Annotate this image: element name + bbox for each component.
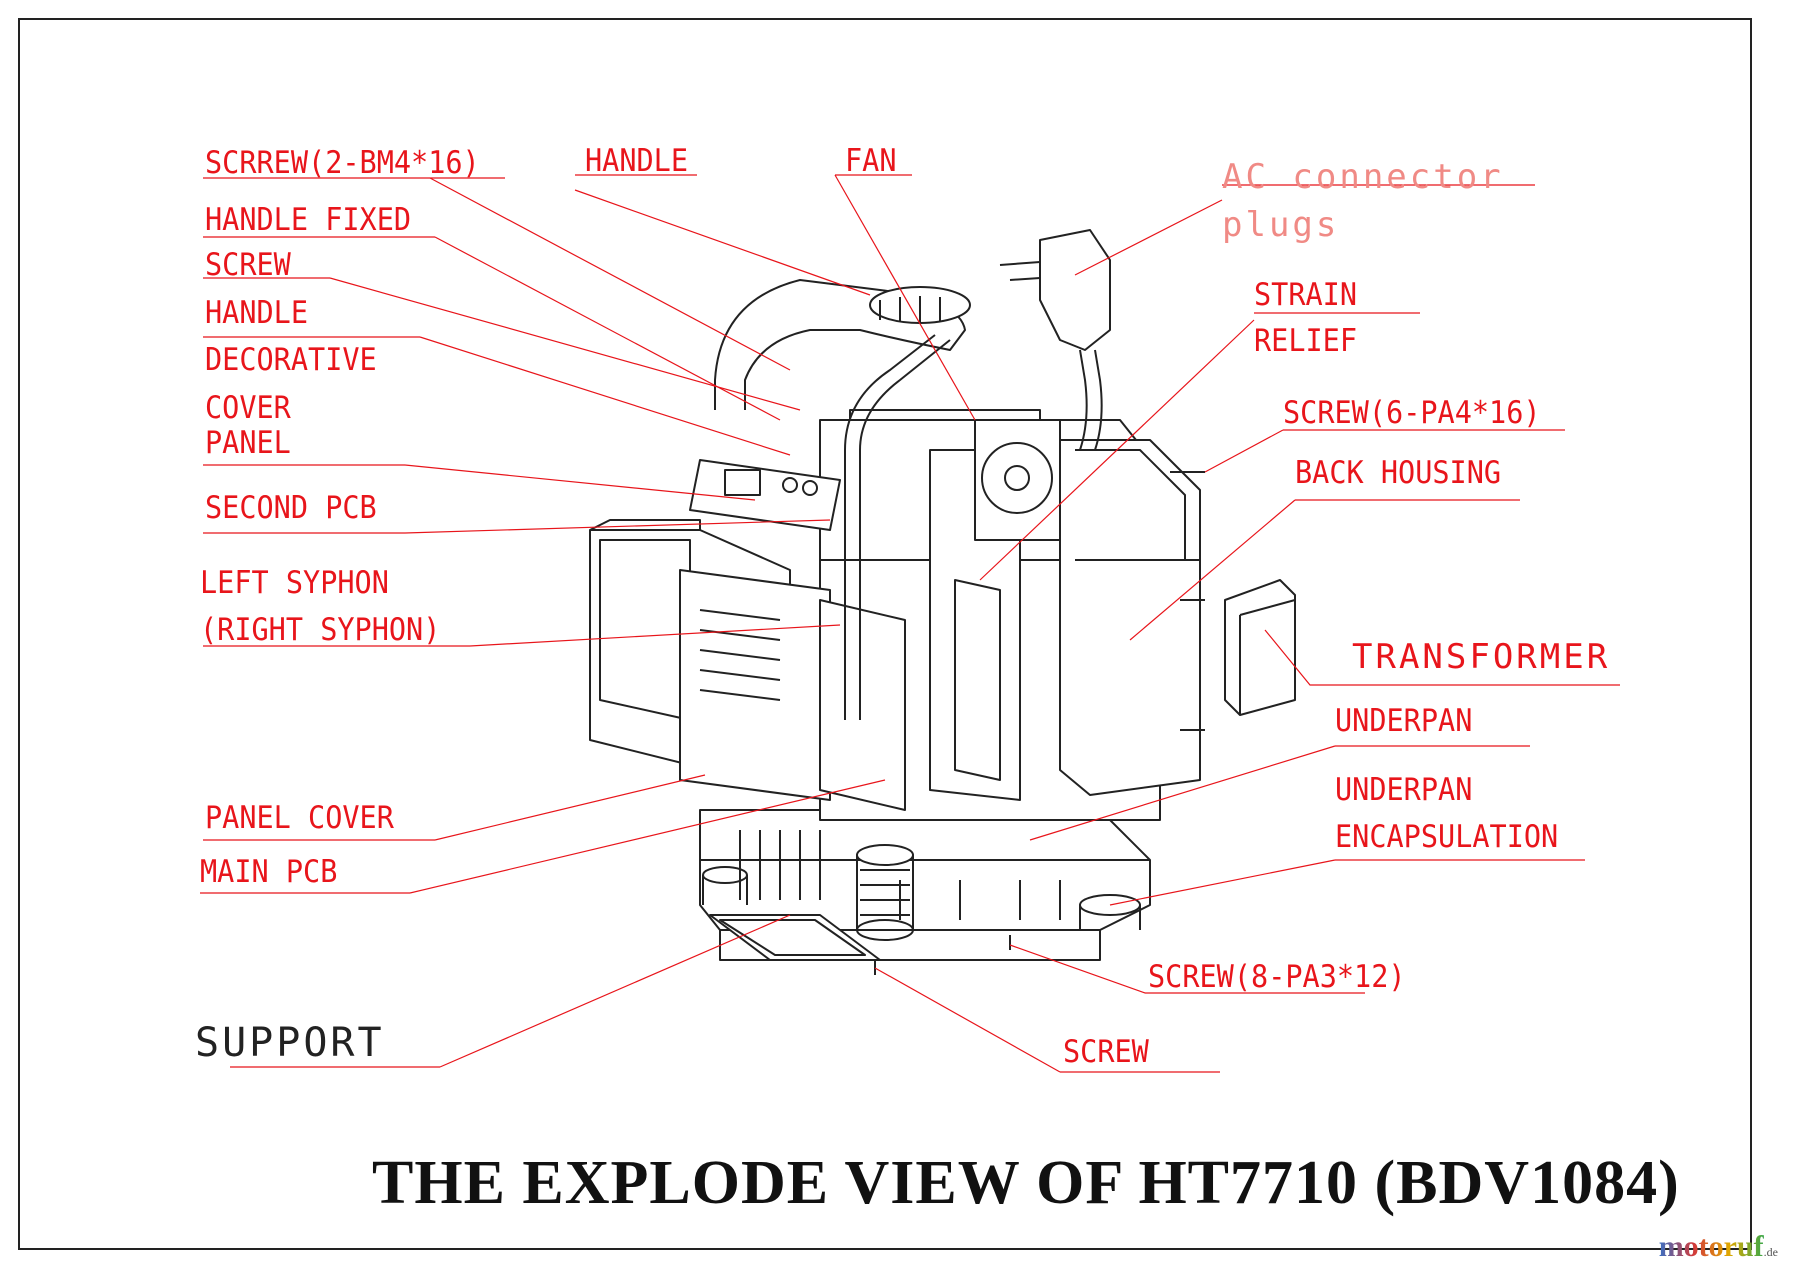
watermark-text: motoruf (1658, 1230, 1764, 1263)
label-main-pcb: MAIN PCB (200, 854, 338, 890)
label-strain-relief: STRAIN (1254, 277, 1358, 313)
label-transformer: TRANSFORMER (1352, 637, 1611, 677)
watermark-logo: motoruf.de (1659, 1230, 1778, 1264)
label-second-pcb: SECOND PCB (205, 490, 377, 526)
label-handle-decorative-cover: COVER (205, 390, 291, 426)
label-handle: HANDLE (585, 143, 689, 179)
label-underpan-encapsulation-2: ENCAPSULATION (1335, 819, 1559, 855)
label-panel: PANEL (205, 425, 291, 461)
machine-illustration (589, 229, 1296, 975)
label-strain-relief-2: RELIEF (1254, 323, 1358, 359)
label-underpan: UNDERPAN (1335, 703, 1473, 739)
leader-lines (200, 174, 1620, 1073)
label-right-syphon: (RIGHT SYPHON) (200, 612, 441, 648)
label-screw: SCREW (1063, 1034, 1149, 1070)
label-panel-cover: PANEL COVER (205, 800, 394, 836)
diagram-title: THE EXPLODE VIEW OF HT7710 (BDV1084) (372, 1149, 1680, 1217)
label-handle-fixed-screw: SCREW (205, 247, 291, 283)
label-ac-connector-plugs: plugs (1222, 205, 1340, 245)
label-screw-bm4: SCRREW(2-BM4*16) (205, 145, 480, 181)
label-handle-decorative: HANDLE (205, 295, 309, 331)
label-underpan-encapsulation: UNDERPAN (1335, 772, 1473, 808)
label-screw-pa3: SCREW(8-PA3*12) (1148, 959, 1406, 995)
label-left-syphon: LEFT SYPHON (200, 565, 389, 601)
label-support: SUPPORT (195, 1020, 385, 1066)
watermark-suffix: .de (1763, 1245, 1778, 1259)
label-screw-pa4: SCREW(6-PA4*16) (1283, 395, 1541, 431)
label-fan: FAN (845, 143, 897, 179)
label-back-housing: BACK HOUSING (1295, 455, 1502, 491)
label-handle-decorative-2: DECORATIVE (205, 342, 377, 378)
label-ac-connector: AC connector (1222, 157, 1504, 197)
drawing-border (18, 18, 1752, 1250)
label-handle-fixed: HANDLE FIXED (205, 202, 412, 238)
